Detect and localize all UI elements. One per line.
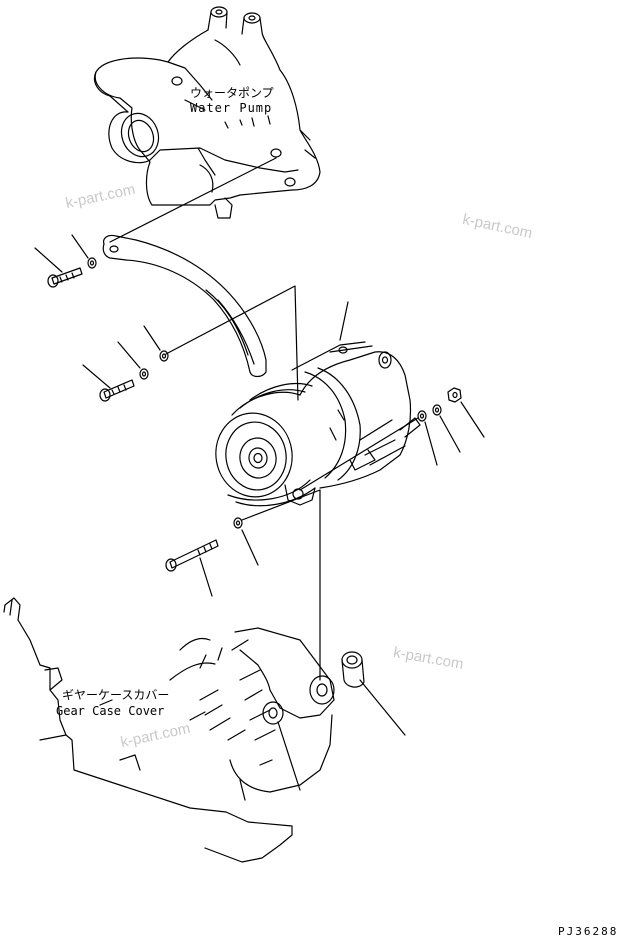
- bolt-upper-left: [34, 247, 83, 288]
- washer-right-2: [432, 404, 461, 453]
- washer-middle-left-2: [143, 325, 169, 362]
- water-pump-label-en: Water Pump: [190, 101, 273, 115]
- gear-case-cover: [3, 597, 335, 863]
- gear-case-label-en: Gear Case Cover: [56, 704, 165, 718]
- gear-case-label-jp: ギヤーケースカバー: [62, 688, 170, 702]
- adjusting-bracket: [102, 234, 267, 378]
- washer-lower: [233, 517, 259, 566]
- bolt-lower: [165, 539, 219, 597]
- washer-middle-left-1: [117, 341, 149, 380]
- bolt-middle-left: [82, 364, 135, 402]
- alternator: [215, 341, 421, 507]
- water-pump-label-jp: ウォータポンプ: [190, 86, 274, 100]
- nut-right: [447, 387, 485, 438]
- spacer-collar: [341, 651, 406, 736]
- drawing-code: PJ36288: [558, 925, 619, 938]
- washer-upper-left: [71, 234, 97, 269]
- washer-right-1: [417, 410, 438, 466]
- water-pump: [93, 6, 321, 219]
